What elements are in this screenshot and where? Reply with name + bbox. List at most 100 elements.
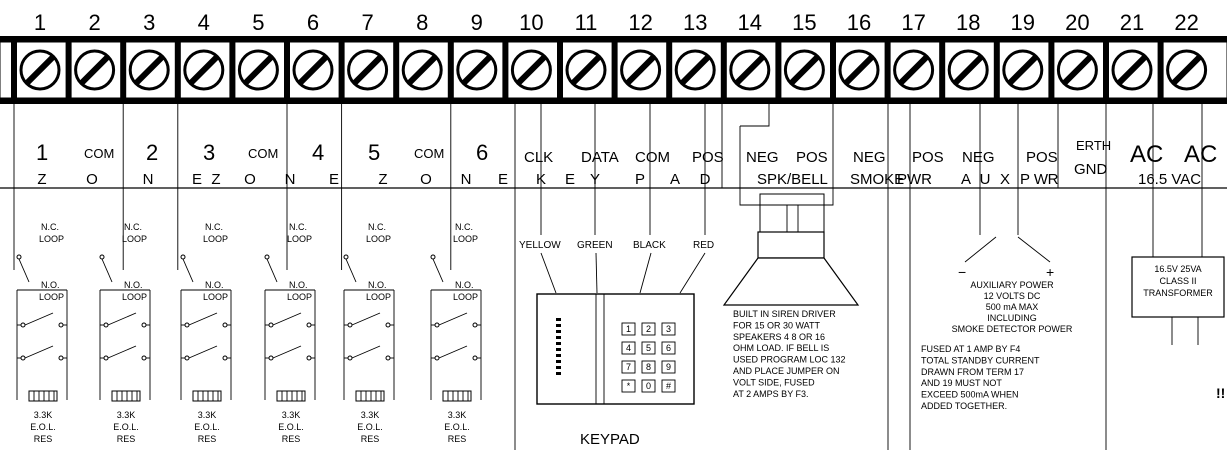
bell-neg-label: NEG — [746, 149, 779, 166]
eol-resistor — [192, 390, 222, 402]
screw-slot — [953, 54, 984, 86]
eol-value: 3.3K — [34, 410, 53, 420]
nc-label: N.C. — [455, 222, 473, 232]
ac-label-1: AC — [1130, 141, 1163, 168]
keypad-led — [556, 318, 561, 321]
terminal-number-4: 4 — [198, 10, 210, 35]
no-loop-label: LOOP — [287, 292, 312, 302]
keypad-key-label: 0 — [646, 381, 651, 391]
terminal-separator — [830, 42, 836, 98]
terminal-screw-14[interactable] — [720, 42, 771, 98]
nc-label: N.C. — [41, 222, 59, 232]
terminal-separator — [338, 42, 345, 98]
screw-slot — [734, 54, 765, 86]
ground-label: GND — [1074, 161, 1108, 178]
terminal-screw-10[interactable] — [502, 42, 552, 98]
wire-label-green: GREEN — [577, 240, 613, 251]
terminal-separator — [447, 42, 454, 98]
eol-resistor — [28, 390, 58, 402]
smoke-label: SMOKE — [850, 171, 904, 188]
eol-label: E.O.L. — [30, 422, 56, 432]
keypad-key-2 — [641, 322, 656, 336]
wire-label-red: RED — [693, 240, 714, 251]
fuse-note-line-1: FUSED AT 1 AMP BY F4 — [921, 344, 1020, 354]
zone-1-label: 1 — [36, 140, 48, 165]
transformer-line-1: 16.5V 25VA — [1154, 264, 1201, 274]
terminal-screw-9[interactable] — [447, 42, 498, 98]
zone2-letter-3: E — [329, 171, 339, 188]
keypad-key-label: 9 — [666, 362, 671, 372]
aux-lead-pos — [1017, 236, 1051, 263]
terminal-screw-5[interactable] — [229, 42, 279, 98]
terminal-separator — [11, 42, 17, 98]
terminal-screw-1[interactable] — [11, 42, 61, 98]
screw-slot — [898, 54, 929, 86]
terminal-screw-11[interactable] — [557, 42, 607, 98]
terminal-separator — [502, 42, 509, 98]
zone3-letter-0: Z — [378, 171, 387, 188]
spk-loop — [739, 104, 834, 206]
terminal-number-8: 8 — [416, 10, 428, 35]
clk-label: CLK — [524, 149, 553, 166]
fuse-note-line-3: DRAWN FROM TERM 17 — [921, 367, 1024, 377]
keypad-key-5 — [641, 341, 656, 355]
screw-slot — [243, 54, 274, 86]
terminal-number-19: 19 — [1011, 10, 1035, 35]
aux-plus-sign: + — [1046, 264, 1054, 280]
terminal-number-22: 22 — [1174, 10, 1198, 35]
terminal-screw-6[interactable] — [284, 42, 334, 98]
terminal-screw-22[interactable] — [1157, 42, 1208, 98]
earth-label: ERTH — [1076, 138, 1111, 153]
eol-value: 3.3K — [361, 410, 380, 420]
terminal-screw-2[interactable] — [65, 42, 116, 98]
keypad-led — [556, 342, 561, 345]
zone1-letter-2: N — [143, 171, 154, 188]
terminal-screw-21[interactable] — [1103, 42, 1153, 98]
transformer-line-2: CLASS II — [1159, 276, 1196, 286]
terminal-screw-20[interactable] — [1048, 42, 1098, 98]
screw-slot — [188, 54, 219, 86]
spk-magnet — [759, 193, 825, 233]
keypad-led — [556, 330, 561, 333]
keypad-letter-3: P — [635, 171, 645, 188]
aux-letter-2: X — [1000, 171, 1010, 188]
no-loop-label: LOOP — [39, 292, 64, 302]
no-label: N.O. — [368, 280, 387, 290]
terminal-number-18: 18 — [956, 10, 980, 35]
siren-note-line-6: AND PLACE JUMPER ON — [733, 366, 840, 376]
terminal-screw-15[interactable] — [775, 42, 825, 98]
terminal-screw-12[interactable] — [611, 42, 662, 98]
keypad-key-3 — [661, 322, 676, 336]
aux-letter-4: W — [1034, 171, 1049, 188]
terminal-screw-19[interactable] — [993, 42, 1044, 98]
terminal-screw-3[interactable] — [120, 42, 170, 98]
terminal-separator — [993, 42, 1000, 98]
eol-value: 3.3K — [448, 410, 467, 420]
zone-4-label: 4 — [312, 140, 324, 165]
terminal-screw-13[interactable] — [666, 42, 716, 98]
terminal-screw-18[interactable] — [939, 42, 989, 98]
screw-slot — [352, 54, 383, 86]
wire-red-to-keypad — [679, 252, 706, 294]
keypad-key-0 — [641, 379, 656, 393]
screw-slot — [134, 54, 165, 86]
zone1-letter-1: O — [86, 171, 98, 188]
terminal-screw-17[interactable] — [884, 42, 935, 98]
keypad-key-label: 6 — [666, 343, 671, 353]
terminal-screw-7[interactable] — [338, 42, 389, 98]
aux-neg-label: NEG — [962, 149, 995, 166]
terminal-separator — [1103, 42, 1109, 98]
terminal-separator — [884, 42, 891, 98]
terminal-screw-4[interactable] — [174, 42, 225, 98]
smoke-neg-label: NEG — [853, 149, 886, 166]
terminal-screw-8[interactable] — [393, 42, 443, 98]
aux-note-line-5: SMOKE DETECTOR POWER — [952, 324, 1073, 334]
screw-slot — [79, 54, 110, 86]
terminal-number-11: 11 — [575, 10, 598, 35]
terminal-separator — [775, 42, 782, 98]
terminal-screw-16[interactable] — [830, 42, 880, 98]
